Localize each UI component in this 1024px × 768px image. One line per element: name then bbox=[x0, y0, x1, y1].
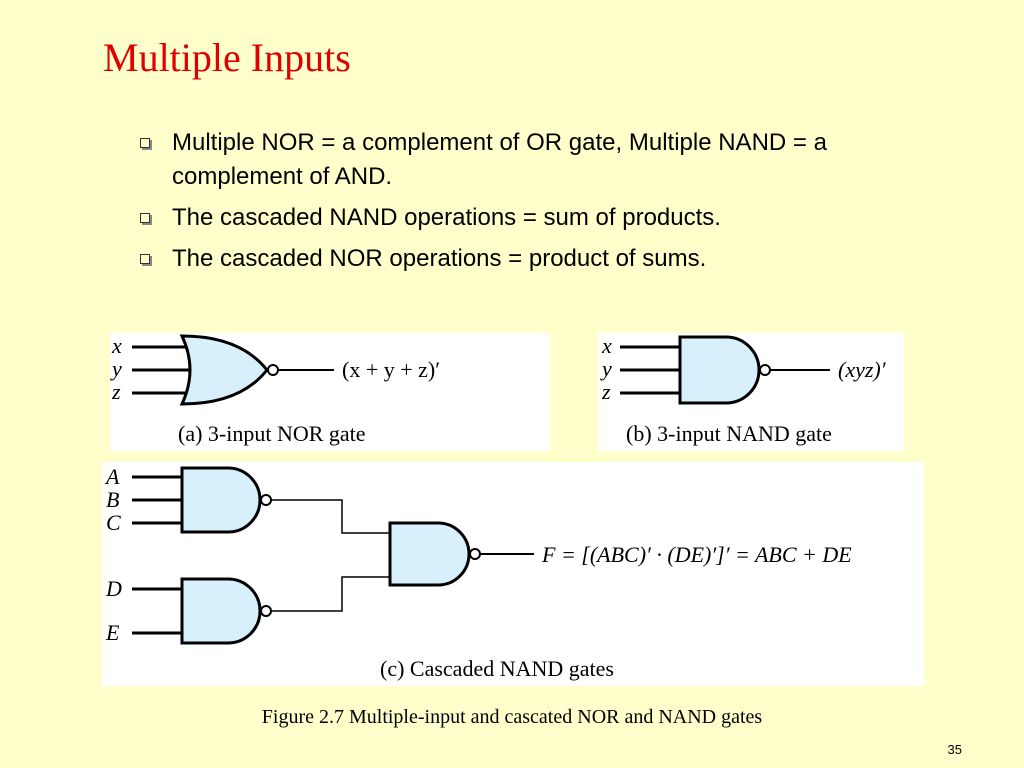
input-label: z bbox=[601, 379, 611, 404]
bullet-item: Multiple NOR = a complement of OR gate, … bbox=[140, 126, 960, 194]
slide-title: Multiple Inputs bbox=[103, 35, 351, 80]
figure-caption: Figure 2.7 Multiple-input and cascated N… bbox=[261, 706, 763, 728]
figure-caption: (b) 3-input NAND gate bbox=[626, 421, 832, 446]
cascaded-nand-diagram: A B C D E F = [(ABC)′ · (DE)′]′ = ABC + … bbox=[104, 464, 852, 681]
input-label: B bbox=[106, 487, 119, 512]
inversion-bubble bbox=[260, 605, 272, 617]
input-label: x bbox=[111, 333, 122, 358]
bullet-list: Multiple NOR = a complement of OR gate, … bbox=[140, 126, 960, 283]
input-label: E bbox=[105, 620, 120, 645]
bullet-text: The cascaded NAND operations = sum of pr… bbox=[172, 204, 721, 231]
nand-gate-symbol bbox=[678, 335, 761, 405]
cascaded-nand-panel: A B C D E F = [(ABC)′ · (DE)′]′ = ABC + … bbox=[102, 462, 924, 686]
input-label: A bbox=[104, 464, 120, 489]
square-bullet-icon bbox=[140, 213, 150, 223]
nand-gate-symbol bbox=[180, 466, 262, 534]
bullet-item: The cascaded NOR operations = product of… bbox=[140, 242, 960, 276]
figure-caption: (a) 3-input NOR gate bbox=[178, 421, 366, 446]
input-label: x bbox=[601, 333, 612, 358]
input-label: y bbox=[600, 356, 612, 381]
inversion-bubble bbox=[759, 364, 771, 376]
square-bullet-icon bbox=[140, 138, 150, 148]
inversion-bubble bbox=[267, 364, 279, 376]
output-label: (xyz)′ bbox=[838, 357, 887, 382]
nand-gate-symbol bbox=[180, 577, 262, 645]
nand-gate-panel: x y z (xyz)′ (b) 3-input NAND gate bbox=[598, 333, 904, 451]
interconnect-wire bbox=[271, 576, 390, 612]
nor-gate-symbol bbox=[179, 334, 269, 406]
input-label: D bbox=[105, 576, 122, 601]
input-label: z bbox=[111, 379, 121, 404]
bullet-text: The cascaded NOR operations = product of… bbox=[172, 245, 707, 272]
nand-gate-symbol bbox=[388, 521, 471, 587]
input-label: y bbox=[110, 356, 122, 381]
nand-gate-diagram: x y z (xyz)′ (b) 3-input NAND gate bbox=[600, 333, 887, 446]
inversion-bubble bbox=[260, 494, 272, 506]
bullet-item: The cascaded NAND operations = sum of pr… bbox=[140, 201, 960, 235]
square-bullet-icon bbox=[140, 254, 150, 264]
figure-caption: (c) Cascaded NAND gates bbox=[380, 656, 614, 681]
output-label: (x + y + z)′ bbox=[342, 357, 440, 382]
nor-gate-panel: x y z (x + y + z)′ (a) 3-input NOR gate bbox=[110, 333, 550, 451]
bullet-text: Multiple NOR = a complement of OR gate, … bbox=[172, 129, 827, 190]
interconnect-wire bbox=[271, 499, 390, 534]
nor-gate-diagram: x y z (x + y + z)′ (a) 3-input NOR gate bbox=[110, 333, 440, 446]
inversion-bubble bbox=[469, 548, 481, 560]
output-label: F = [(ABC)′ · (DE)′]′ = ABC + DE bbox=[541, 542, 852, 567]
page-number: 35 bbox=[947, 742, 962, 757]
input-label: C bbox=[106, 510, 121, 535]
